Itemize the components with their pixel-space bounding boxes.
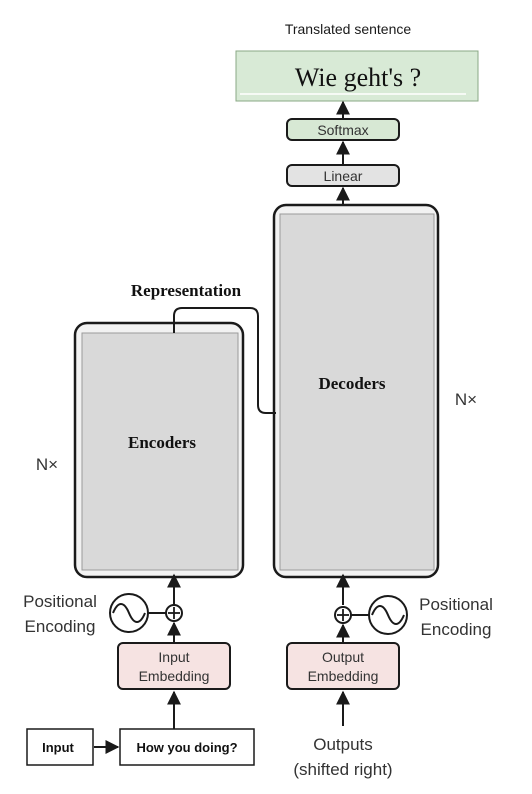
encoder-pe-label-line1: Positional — [23, 592, 97, 611]
linear-label: Linear — [324, 168, 363, 184]
softmax-label: Softmax — [317, 122, 368, 138]
outputs-label-line1: Outputs — [313, 735, 373, 754]
input-embedding-box — [117, 642, 231, 690]
linear-box — [286, 164, 400, 187]
decoder-sine-wave-curve — [371, 605, 405, 625]
encoder-inner — [81, 332, 239, 571]
decoder-inner — [279, 213, 435, 571]
decoder-pe-label-line1: Positional — [419, 595, 493, 614]
representation-label: Representation — [131, 281, 242, 300]
representation-connector — [173, 307, 276, 414]
input-embedding-line1: Input — [158, 649, 189, 665]
encoder-repeat-label: N× — [36, 455, 58, 474]
encoder-pe-label-line2: Encoding — [25, 617, 96, 636]
translated-sentence-caption: Translated sentence — [285, 21, 412, 37]
output-embedding-line2: Embedding — [308, 668, 379, 684]
decoder-pe-label-line2: Encoding — [421, 620, 492, 639]
input-label: Input — [42, 740, 74, 755]
decoders-label: Decoders — [318, 374, 385, 393]
input-embedding-line2: Embedding — [139, 668, 210, 684]
decoder-repeat-label: N× — [455, 390, 477, 409]
input-sentence: How you doing? — [136, 740, 237, 755]
output-embedding-line1: Output — [322, 649, 364, 665]
output-embedding-box — [286, 642, 400, 690]
encoders-label: Encoders — [128, 433, 196, 452]
output-sentence-text: Wie geht's ? — [295, 63, 421, 92]
input-label-box — [26, 728, 94, 766]
softmax-box — [286, 118, 400, 141]
input-sentence-box — [119, 728, 255, 766]
encoder-sine-wave-curve — [112, 603, 146, 623]
outputs-label-line2: (shifted right) — [293, 760, 392, 779]
output-sentence-box — [235, 50, 479, 102]
